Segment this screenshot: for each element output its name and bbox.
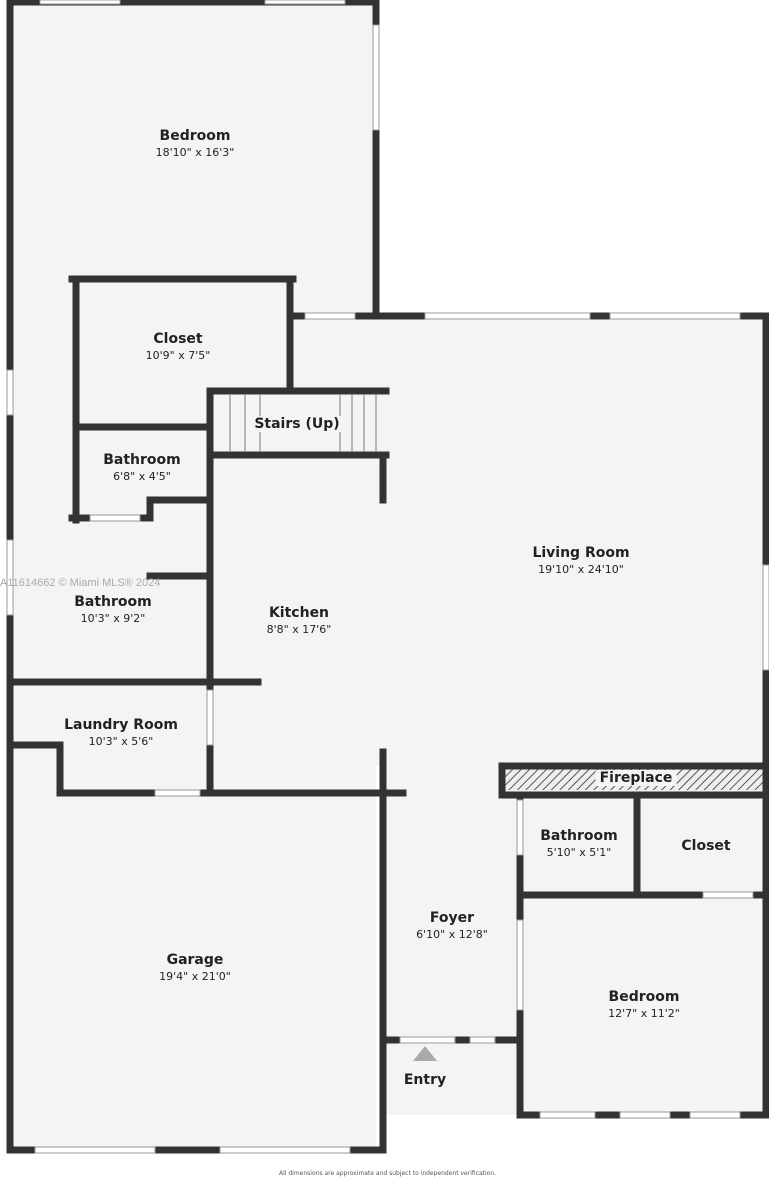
fireplace: Fireplace [595, 770, 677, 786]
windows [6, 0, 769, 1154]
disclaimer: All dimensions are approximate and subje… [279, 1170, 497, 1177]
room-closet-2: Closet [681, 838, 731, 854]
stairs [229, 395, 377, 451]
watermark: A11614662 © Miami MLS® 2024 [0, 577, 161, 589]
floor-areas [10, 0, 766, 1150]
walls [6, 0, 769, 1154]
room-stairs: Stairs (Up) [251, 416, 343, 432]
entry-label: Entry [403, 1072, 447, 1088]
entry-arrow-icon [413, 1046, 437, 1061]
